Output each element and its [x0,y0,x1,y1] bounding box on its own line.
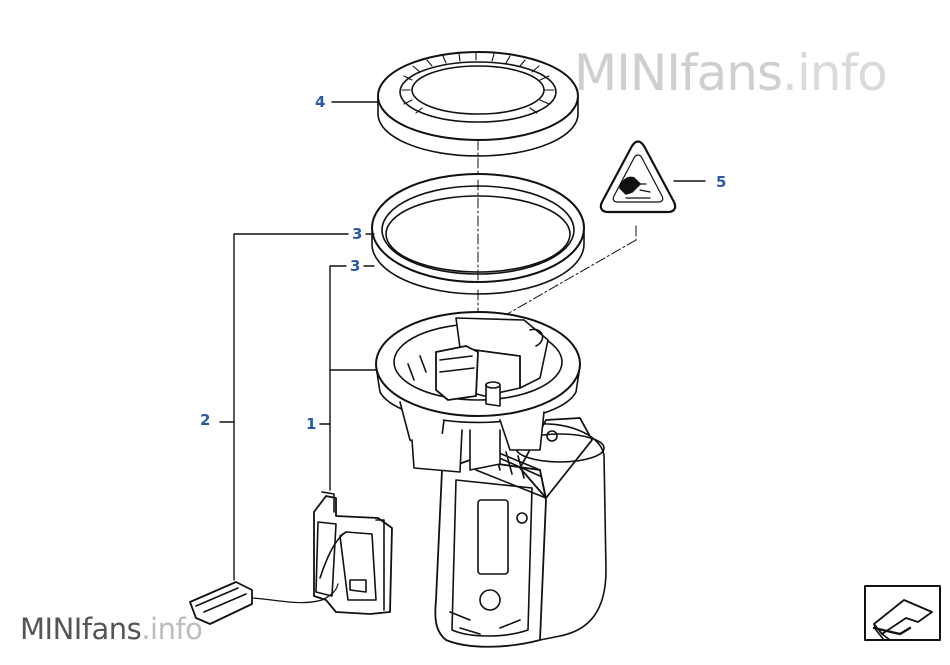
callout-part-5[interactable]: 5 [716,173,727,191]
watermark-top: MINIfans.info [574,44,888,102]
level-sensor [313,491,393,615]
callout-part-3-lower[interactable]: 3 [350,257,361,275]
watermark-suffix: .info [141,612,203,646]
callout-part-4[interactable]: 4 [315,93,326,111]
leader-lines [219,101,706,581]
watermark-bottom: MINIfans.info [20,612,203,646]
callout-part-2[interactable]: 2 [200,411,211,429]
lock-ring [377,51,579,157]
catalog-arrow-icon [864,585,941,641]
fuel-pump-unit [375,311,607,648]
warning-triangle-icon [599,140,677,214]
watermark-brand: MINIfans [20,612,142,646]
wiring-plug [189,581,339,625]
callout-part-1[interactable]: 1 [306,415,317,433]
callout-part-3-upper[interactable]: 3 [352,225,363,243]
watermark-suffix: .info [782,44,888,102]
seal-ring [371,173,585,295]
watermark-brand: MINIfans [574,44,783,102]
